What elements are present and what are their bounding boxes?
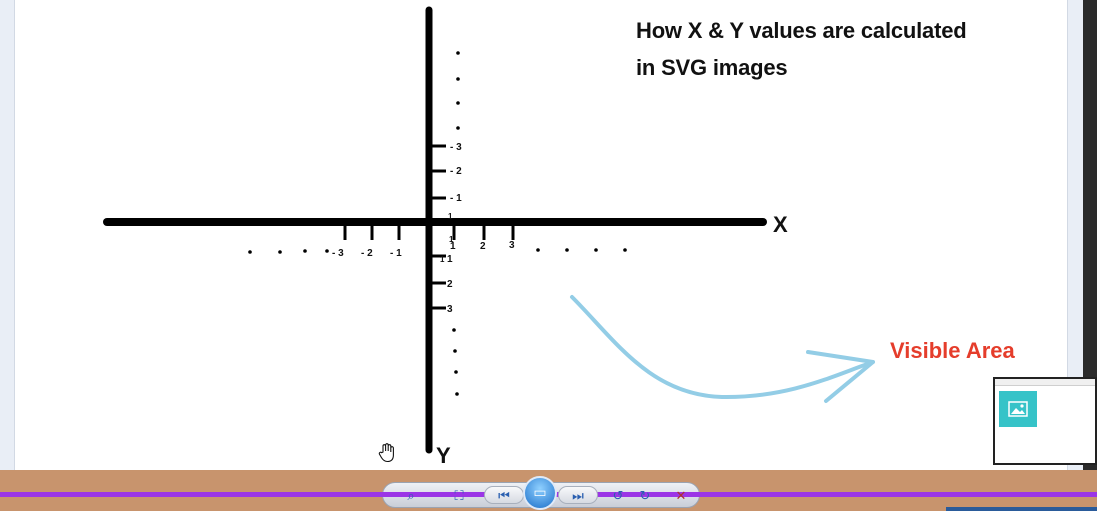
title-line-2: in SVG images [636, 55, 788, 80]
left-margin [0, 0, 15, 470]
rotate-right-icon[interactable]: ↻ [636, 487, 654, 505]
y-axis-ticks [432, 144, 446, 310]
y-tick-label: 3 [447, 304, 453, 315]
origin-label: 1 [449, 235, 454, 244]
x-axis-continuation-dots [248, 248, 627, 254]
y-axis-continuation-dots [452, 51, 460, 396]
dot [303, 249, 307, 253]
rotate-left-glyph: ↺ [612, 488, 624, 504]
x-axis-ticks [343, 226, 515, 240]
fit-glyph: ⛶ [454, 488, 464, 504]
next-icon: ⏭ [569, 487, 587, 505]
taskbar-edge [946, 507, 1097, 511]
dot [325, 249, 329, 253]
dot [456, 101, 460, 105]
origin-label: 1 [448, 212, 453, 221]
dot [536, 248, 540, 252]
rotate-right-glyph: ↻ [639, 488, 651, 504]
dot [453, 349, 457, 353]
x-tick-label: - 1 [390, 248, 402, 259]
thumbnail-preview[interactable] [993, 377, 1097, 465]
slideshow-icon: ▭ [533, 485, 547, 501]
slide-canvas [15, 0, 1067, 470]
dot [594, 248, 598, 252]
dot [456, 77, 460, 81]
dot [565, 248, 569, 252]
rotate-left-icon[interactable]: ↺ [609, 487, 627, 505]
y-axis-tick-labels: - 3 - 2 - 1 1 2 3 1 1 1 [440, 142, 462, 315]
arrow-head [806, 350, 875, 403]
zoom-icon[interactable]: ⌕ [402, 487, 420, 505]
coordinate-diagram: X Y - 3 - 2 - 1 1 2 3 - 3 - [103, 6, 875, 468]
dot [452, 328, 456, 332]
y-tick-label: - 2 [450, 166, 462, 177]
dot [454, 370, 458, 374]
previous-button[interactable]: ⏮ [484, 486, 524, 504]
arrow-shaft [570, 295, 875, 400]
visible-area-label: Visible Area [890, 338, 1015, 363]
delete-glyph: ✕ [675, 488, 687, 504]
dot [456, 126, 460, 130]
right-margin [1067, 0, 1084, 470]
next-button[interactable]: ⏭ [558, 486, 598, 504]
y-tick-label: 2 [447, 279, 453, 290]
curved-arrow [570, 295, 875, 403]
thumbnail-titlebar [995, 379, 1095, 386]
x-tick-label: 3 [509, 240, 515, 251]
y-tick-label: - 1 [450, 193, 462, 204]
x-tick-label: 1 [450, 241, 456, 252]
window-edge [1083, 0, 1097, 470]
dot [278, 250, 282, 254]
y-axis-label: Y [436, 443, 451, 468]
x-tick-label: - 2 [361, 248, 373, 259]
zoom-glyph: ⌕ [407, 488, 415, 504]
slideshow-button[interactable]: ▭ [523, 476, 557, 510]
previous-glyph: ⏮ [498, 488, 510, 504]
x-axis-tick-labels: - 3 - 2 - 1 1 2 3 [332, 240, 515, 259]
origin-label: 1 [440, 255, 445, 264]
fit-icon[interactable]: ⛶ [450, 487, 468, 505]
slide-title: How X & Y values are calculated in SVG i… [636, 12, 1036, 86]
title-line-1: How X & Y values are calculated [636, 18, 967, 43]
previous-icon: ⏮ [495, 487, 513, 505]
y-tick-label: - 3 [450, 142, 462, 153]
y-tick-label: 1 [447, 254, 453, 265]
dot [455, 392, 459, 396]
image-icon [999, 391, 1037, 427]
hand-cursor-icon [378, 443, 396, 463]
x-tick-label: - 3 [332, 248, 344, 259]
delete-icon[interactable]: ✕ [672, 487, 690, 505]
dot [248, 250, 252, 254]
x-axis-label: X [773, 212, 788, 237]
dot [623, 248, 627, 252]
next-glyph: ⏭ [572, 488, 584, 504]
x-tick-label: 2 [480, 241, 486, 252]
dot [456, 51, 460, 55]
